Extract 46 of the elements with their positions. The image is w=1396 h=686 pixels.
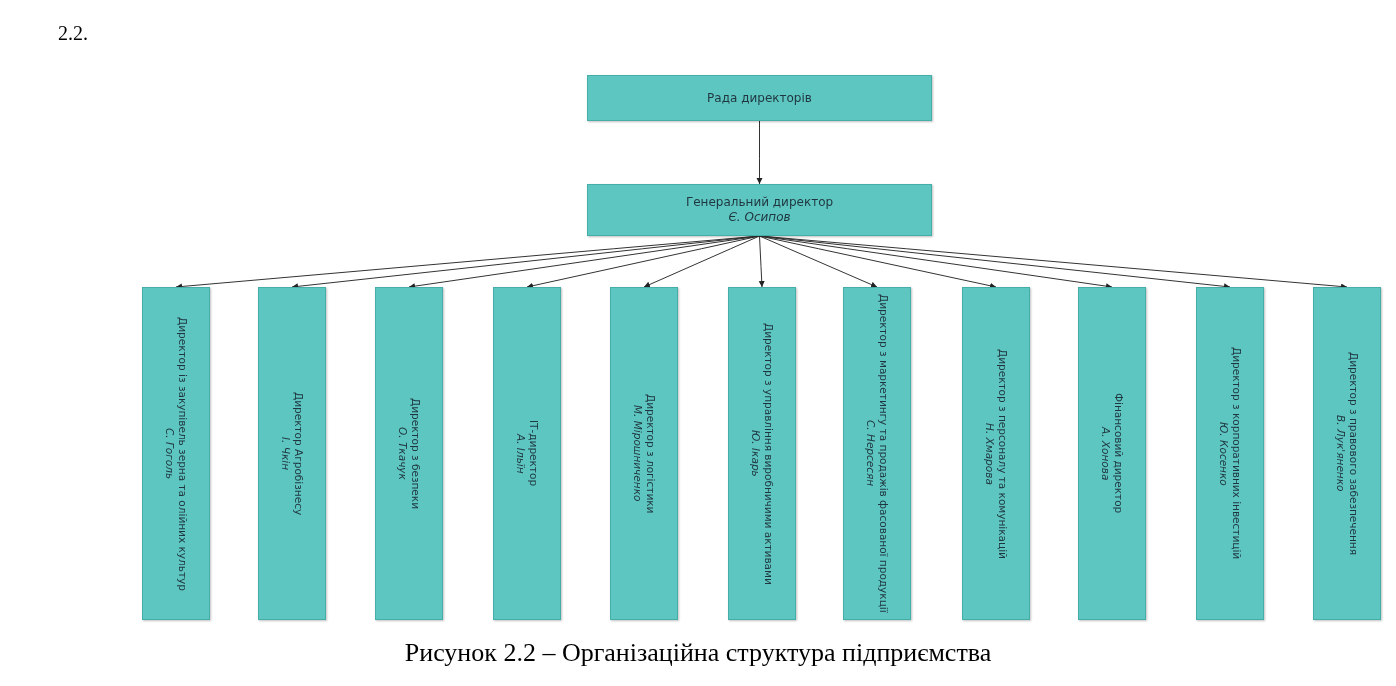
position-title: Директор із закупівель зерна та олійних культур xyxy=(176,316,190,591)
person-name: М. Мірошниченко xyxy=(631,405,644,502)
figure-caption: Рисунок 2.2 – Організаційна структура підприємства xyxy=(403,638,993,668)
section-number: 2.2. xyxy=(58,22,88,45)
connector-arrow xyxy=(759,235,878,288)
connector-arrow xyxy=(759,235,997,289)
position-title: Директор з логістики xyxy=(644,393,658,514)
position-title: Директор з корпоративних інвестицій xyxy=(1230,347,1244,560)
org-box xyxy=(1196,287,1264,620)
connector-arrow xyxy=(756,120,763,185)
position-title: Директор з управління виробничими активами xyxy=(762,322,776,585)
connector-arrow xyxy=(526,235,760,289)
org-box xyxy=(587,75,932,121)
position-title: Генеральний директор xyxy=(685,195,834,210)
person-name: Ю. Ікарь xyxy=(749,430,762,477)
position-title: Директор з маркетингу та продажів фасованої продукції xyxy=(877,294,891,613)
person-name: С. Нерсесян xyxy=(864,420,877,487)
person-name: І. Чкін xyxy=(279,436,292,471)
org-box xyxy=(962,287,1030,620)
org-box xyxy=(843,287,911,620)
org-box xyxy=(587,184,932,236)
person-name: А. Ільїн xyxy=(514,433,527,474)
person-name: В. Лук'яненко xyxy=(1334,415,1347,492)
position-title: Директор Агробізнесу xyxy=(292,391,306,516)
person-name: Є. Осипов xyxy=(728,210,791,225)
position-title: Директор з правового забезпечення xyxy=(1347,352,1361,555)
person-name: Ю. Косенко xyxy=(1217,421,1230,486)
org-box xyxy=(1078,287,1146,620)
person-name: Н. Хмарова xyxy=(983,422,996,485)
org-box xyxy=(375,287,443,620)
position-title: Фінансовий директор xyxy=(1112,393,1126,514)
person-name: А. Хонова xyxy=(1099,426,1112,481)
org-box xyxy=(1313,287,1381,620)
position-title: ІТ-директор xyxy=(527,420,541,487)
org-box xyxy=(728,287,796,620)
position-title: Директор з безпеки xyxy=(409,398,423,509)
connector-arrow xyxy=(643,235,760,288)
position-title: Директор з персоналу та комунікацій xyxy=(996,348,1010,559)
position-title: Рада директорів xyxy=(707,90,812,106)
org-box xyxy=(258,287,326,620)
person-name: О. Ткачук xyxy=(396,427,409,480)
org-box xyxy=(610,287,678,620)
org-box xyxy=(493,287,561,620)
org-box xyxy=(142,287,210,620)
connector-arrow xyxy=(758,235,765,288)
person-name: С. Гоголь xyxy=(163,427,176,480)
